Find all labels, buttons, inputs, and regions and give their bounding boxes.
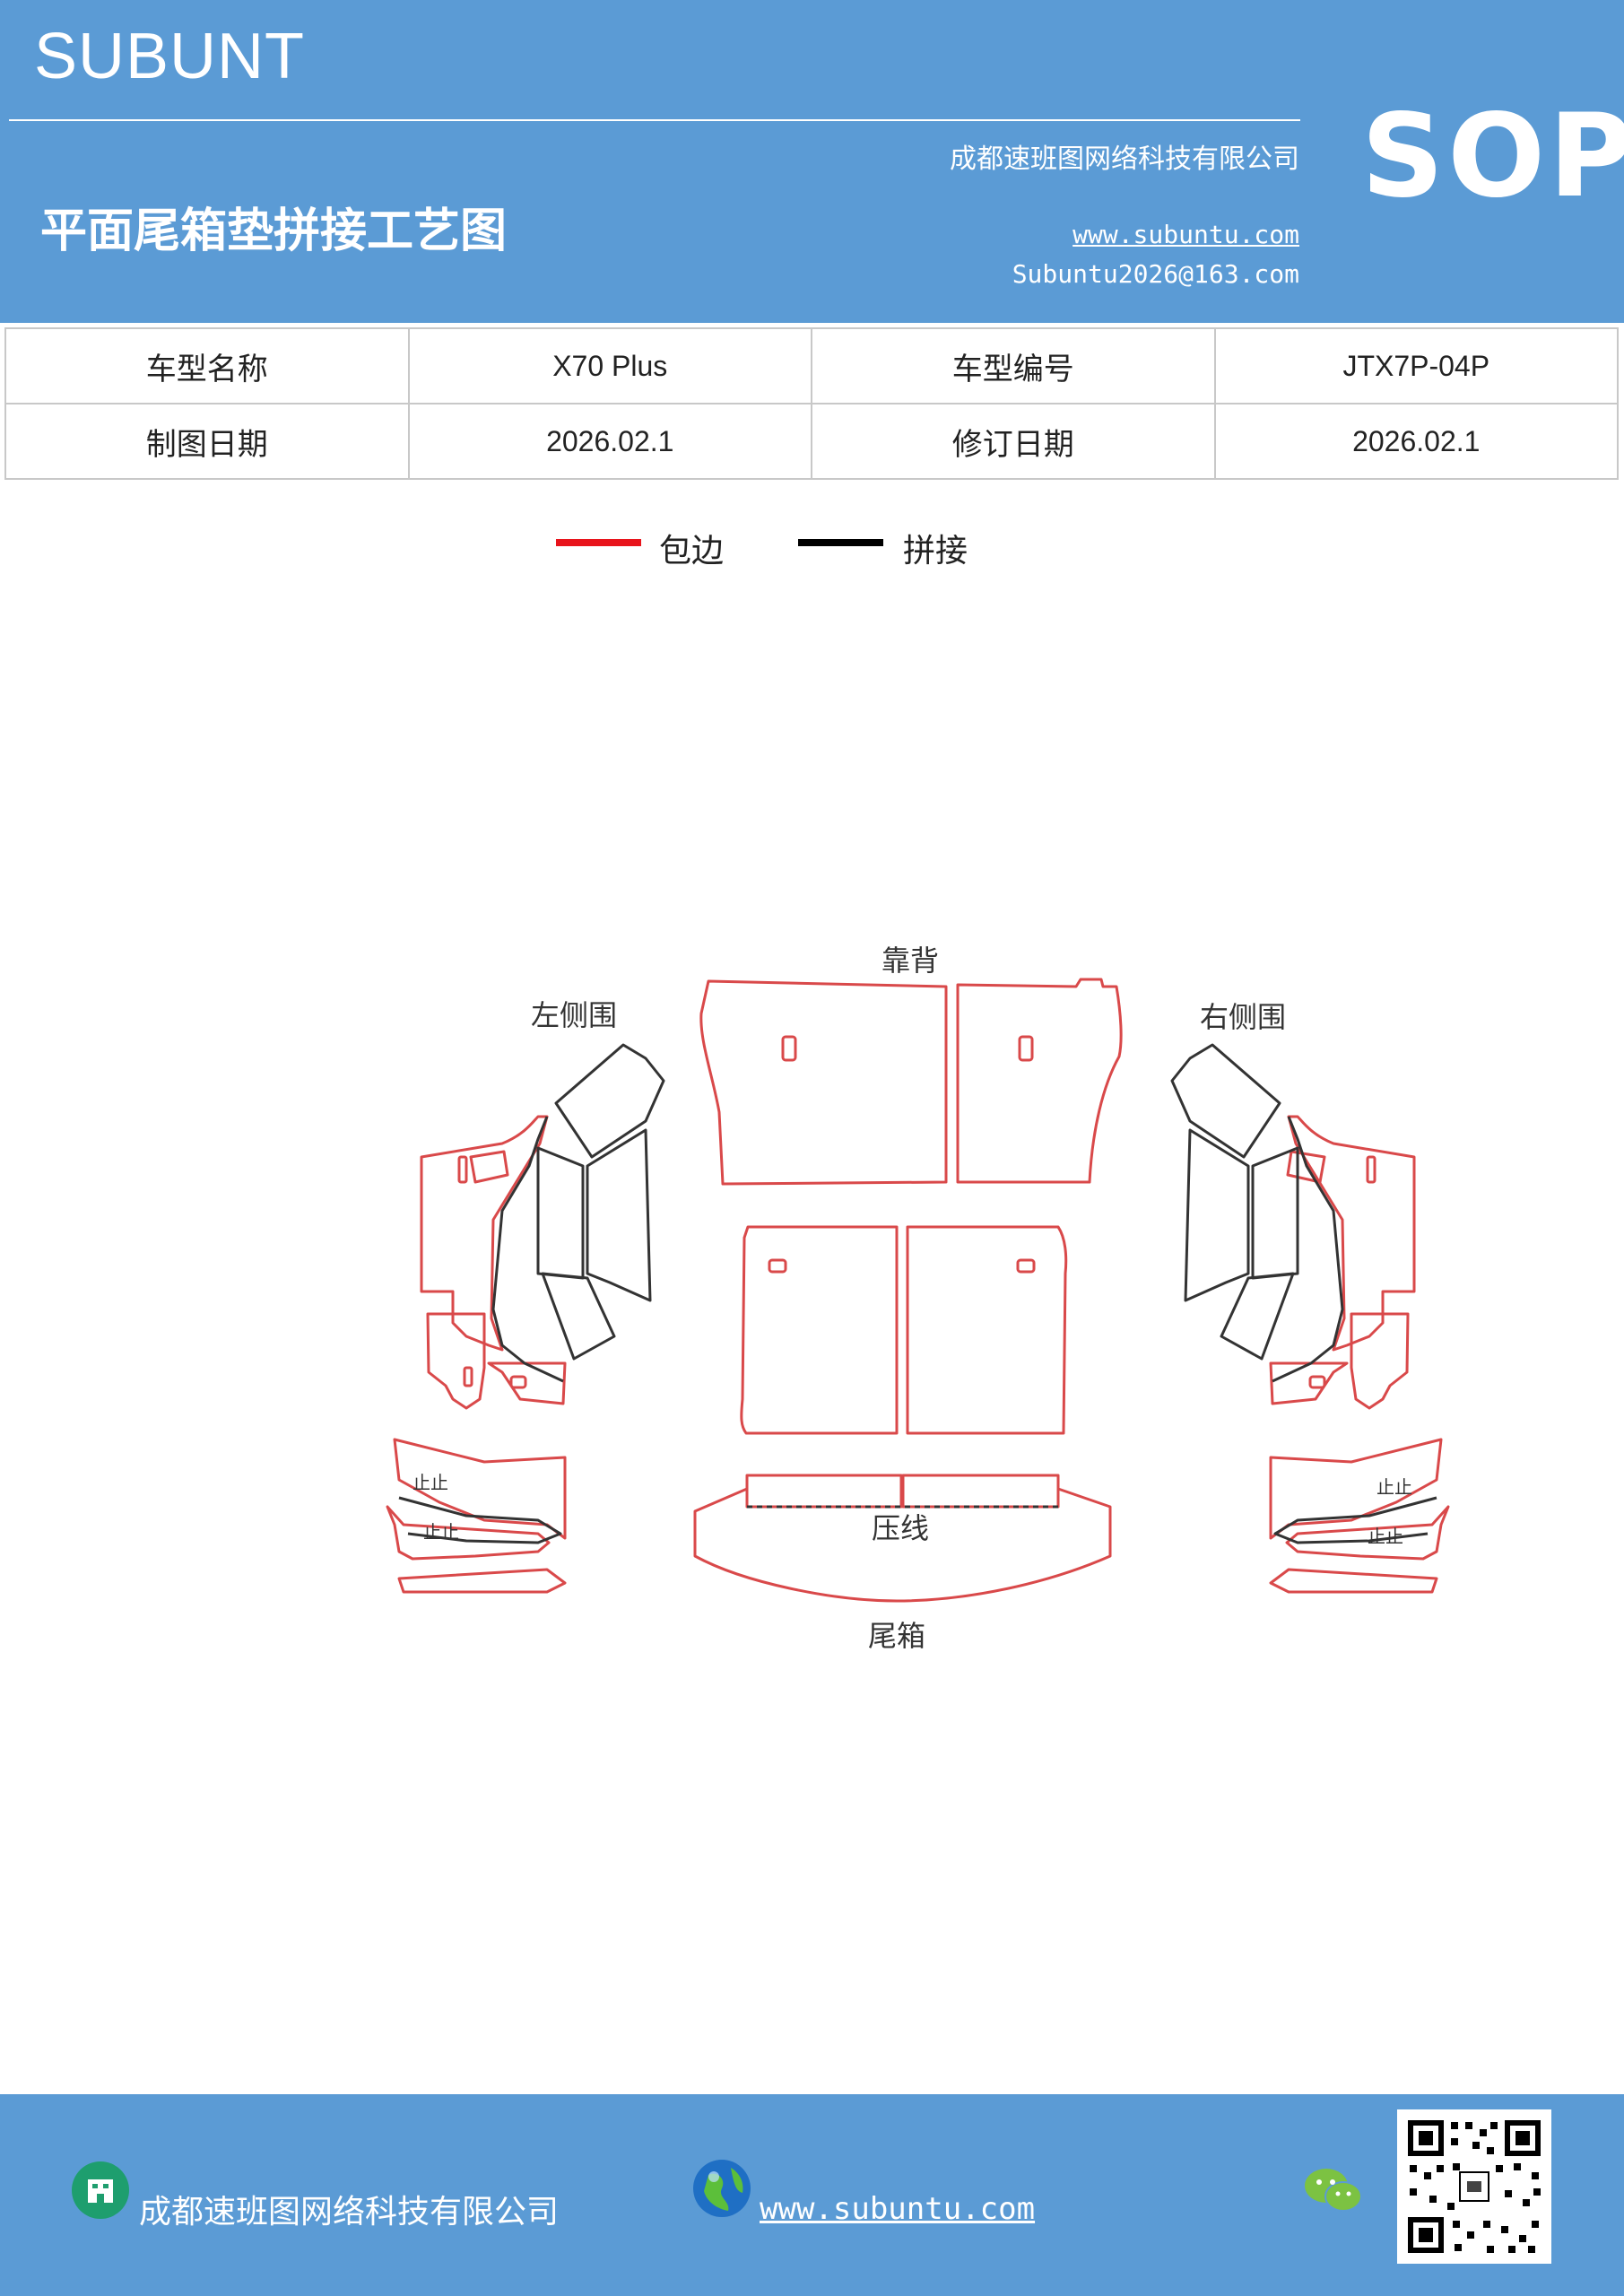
right-side-step <box>1269 1361 1349 1405</box>
right-seam-top <box>1170 1043 1281 1159</box>
stop-mark: 止止 <box>423 1521 459 1543</box>
stop-mark: 止止 <box>413 1472 448 1493</box>
right-side-slot <box>1366 1155 1376 1184</box>
footer-website-link[interactable]: www.subuntu.com <box>760 2191 1036 2227</box>
right-side-low <box>1269 1438 1443 1540</box>
table-cell-label: 车型编号 <box>811 327 1216 404</box>
legend-swatch-black <box>798 539 883 546</box>
left-side-tab <box>469 1150 509 1184</box>
legend-label: 包边 <box>659 533 725 570</box>
header-email: Subuntu2026@163.com <box>1012 259 1299 289</box>
table-cell-value: 2026.02.1 <box>407 403 812 480</box>
header-divider <box>9 119 1300 121</box>
label-press-line: 压线 <box>872 1511 929 1545</box>
right-side-slot3 <box>1308 1375 1326 1389</box>
stop-mark: 止止 <box>1376 1476 1412 1498</box>
building-icon <box>72 2161 129 2219</box>
right-side-flap <box>1285 1505 1450 1561</box>
left-seam-lower <box>541 1272 616 1361</box>
right-seam-upper <box>1272 1116 1344 1383</box>
left-side-outer <box>420 1115 549 1352</box>
seat-left-panel <box>740 1225 899 1435</box>
left-side-slot3 <box>509 1375 527 1389</box>
label-right-side: 右侧围 <box>1200 1000 1286 1034</box>
document-title: 平面尾箱垫拼接工艺图 <box>40 204 508 258</box>
legend-swatch-red <box>556 539 641 546</box>
backrest-right-panel <box>956 978 1123 1184</box>
table-cell-value: JTX7P-04P <box>1213 327 1619 404</box>
table-cell-label: 制图日期 <box>4 403 410 480</box>
info-table: 车型名称 X70 Plus 车型编号 JTX7P-04P 制图日期 2026.0… <box>4 327 1619 480</box>
brand-name: SUBUNT <box>34 21 306 92</box>
seat-left-slot <box>768 1258 787 1274</box>
backrest-left-panel <box>699 979 948 1186</box>
left-side-step <box>487 1361 567 1405</box>
right-side-mid <box>1350 1312 1410 1410</box>
left-side-flap <box>386 1505 551 1561</box>
wechat-icon <box>1305 2169 1362 2212</box>
left-side-mid <box>426 1312 486 1410</box>
footer-company-name: 成都速班图网络科技有限公司 <box>139 2194 560 2231</box>
globe-icon <box>693 2160 751 2217</box>
left-seam-curve <box>398 1496 562 1544</box>
right-seam-curve <box>1273 1496 1437 1544</box>
table-cell-value: 2026.02.1 <box>1213 403 1619 480</box>
seat-right-panel <box>906 1225 1068 1435</box>
left-side-bottom <box>397 1568 567 1594</box>
press-strip-left <box>745 1474 903 1509</box>
stop-mark: 止止 <box>1368 1526 1403 1547</box>
table-cell-label: 车型名称 <box>4 327 410 404</box>
left-seam-upper <box>491 1116 564 1383</box>
legend-label: 拼接 <box>903 533 968 570</box>
header-company-name: 成都速班图网络科技有限公司 <box>950 144 1299 175</box>
right-side-bottom <box>1269 1568 1438 1594</box>
table-cell-value: X70 Plus <box>407 327 812 404</box>
table-row: 制图日期 2026.02.1 修订日期 2026.02.1 <box>4 403 1619 480</box>
left-side-slot <box>457 1155 468 1184</box>
left-seam-top <box>554 1043 665 1159</box>
left-seam-panel <box>536 1146 585 1280</box>
label-trunk: 尾箱 <box>868 1619 925 1653</box>
header-website-link[interactable]: www.subuntu.com <box>1073 220 1299 249</box>
sop-badge: SOP <box>1361 90 1624 223</box>
label-left-side: 左侧围 <box>531 998 617 1032</box>
right-seam-panel2 <box>1184 1128 1250 1302</box>
label-backrest: 靠背 <box>881 944 939 978</box>
qr-code[interactable] <box>1397 2109 1551 2264</box>
left-side-slot2 <box>463 1366 473 1387</box>
right-seam-lower <box>1220 1272 1295 1361</box>
backrest-right-slot <box>1018 1035 1034 1062</box>
backrest-left-slot <box>781 1035 797 1062</box>
seat-right-slot <box>1016 1258 1036 1274</box>
table-row: 车型名称 X70 Plus 车型编号 JTX7P-04P <box>4 327 1619 404</box>
table-cell-label: 修订日期 <box>811 403 1216 480</box>
trunk-panel <box>693 1487 1112 1603</box>
right-side-outer <box>1287 1115 1416 1352</box>
press-strip-right <box>901 1474 1060 1509</box>
right-seam-panel <box>1251 1146 1299 1280</box>
header-banner: SUBUNT 成都速班图网络科技有限公司 平面尾箱垫拼接工艺图 www.subu… <box>0 0 1624 323</box>
left-seam-panel2 <box>586 1128 652 1302</box>
